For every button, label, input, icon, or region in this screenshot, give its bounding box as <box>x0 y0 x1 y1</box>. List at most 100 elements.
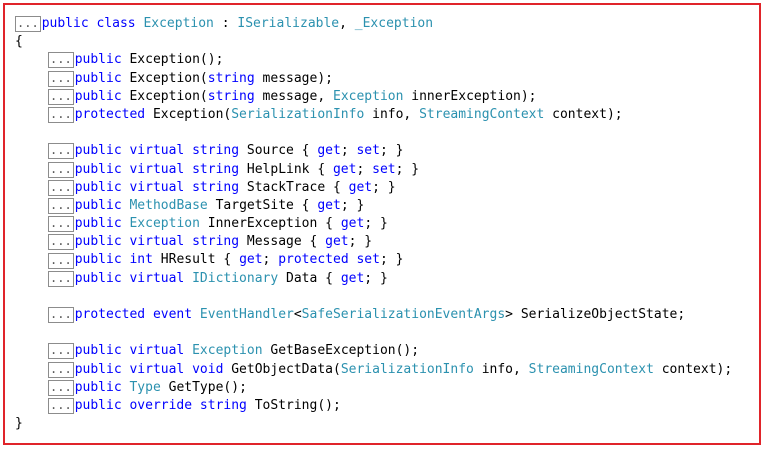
keyword-token: public virtual string <box>74 179 240 195</box>
text-token: Exception( <box>121 88 208 104</box>
text-token: info, <box>364 106 420 122</box>
collapse-toggle[interactable]: ... <box>48 216 74 233</box>
collapse-toggle[interactable]: ... <box>48 107 74 124</box>
keyword-token: public class <box>41 16 144 31</box>
collapse-toggle[interactable]: ... <box>48 307 74 324</box>
code-line: } <box>15 415 732 433</box>
collapse-toggle[interactable]: ... <box>48 88 74 105</box>
keyword-token: protected event <box>74 307 193 322</box>
type-token: Exception <box>192 343 263 359</box>
collapse-toggle[interactable]: ... <box>48 252 74 269</box>
code-line: ...public Exception(string message, Exce… <box>15 88 732 106</box>
type-token: StreamingContext <box>419 106 545 122</box>
keyword-token: public <box>74 70 122 86</box>
keyword-token: public virtual void <box>74 361 224 377</box>
code-line: ...public Exception(); <box>15 51 732 69</box>
collapse-toggle[interactable]: ... <box>48 361 74 378</box>
type-token: _Exception <box>354 16 434 31</box>
keyword-token: public virtual string <box>74 234 240 250</box>
keyword-token: get <box>348 179 373 195</box>
text-token: HelpLink { <box>239 161 333 177</box>
keyword-token: public <box>74 216 122 232</box>
blank-line <box>15 324 732 342</box>
keyword-token: get <box>325 234 349 250</box>
text-token <box>184 270 192 288</box>
collapse-toggle[interactable]: ... <box>48 179 74 196</box>
type-token: MethodBase <box>129 197 208 213</box>
text-token: ; } <box>364 270 388 286</box>
collapse-toggle[interactable]: ... <box>48 143 74 160</box>
collapse-toggle[interactable]: ... <box>48 234 74 251</box>
collapse-toggle[interactable]: ... <box>15 16 41 33</box>
blank-line <box>15 288 732 306</box>
text-token: HResult { <box>152 252 240 268</box>
type-token: ISerializable <box>237 16 340 31</box>
type-token: Exception <box>129 216 200 232</box>
code-line: ...public virtual string HelpLink { get;… <box>15 161 732 179</box>
code-line: ...public class Exception : ISerializabl… <box>15 15 732 33</box>
keyword-token: get <box>239 252 263 268</box>
code-listing: ...public class Exception : ISerializabl… <box>15 15 732 433</box>
text-token: StackTrace { <box>239 179 349 195</box>
keyword-token: get <box>317 197 341 213</box>
text-token: message, <box>254 88 333 104</box>
keyword-token: set <box>356 143 380 159</box>
text-token: TargetSite { <box>207 197 318 213</box>
text-token: , <box>339 16 355 31</box>
text-token: > SerializeObjectState; <box>505 307 686 322</box>
keyword-token: get <box>340 270 365 286</box>
collapse-toggle[interactable]: ... <box>48 343 74 360</box>
code-line: ...public MethodBase TargetSite { get; } <box>15 197 732 215</box>
code-line: ...public virtual IDictionary Data { get… <box>15 270 732 288</box>
text-token: Source { <box>239 143 318 159</box>
keyword-token: public <box>74 52 122 68</box>
text-token: GetBaseException(); <box>262 343 420 359</box>
keyword-token: public <box>74 88 122 104</box>
text-token <box>122 379 130 397</box>
collapse-toggle[interactable]: ... <box>48 161 74 178</box>
text-token: ; } <box>379 143 404 159</box>
text-token: message); <box>254 70 333 86</box>
collapse-toggle[interactable]: ... <box>48 70 74 87</box>
code-line: ...protected Exception(SerializationInfo… <box>15 106 732 124</box>
text-token: ; } <box>379 252 404 268</box>
text-token: : <box>213 16 238 31</box>
code-line: ...public virtual string Message { get; … <box>15 233 732 251</box>
keyword-token: public <box>74 197 122 213</box>
keyword-token: public virtual <box>74 270 185 286</box>
text-token: < <box>293 307 302 322</box>
type-token: Type <box>129 379 161 395</box>
type-token: SafeSerializationEventArgs <box>301 307 506 322</box>
text-token: ; } <box>372 179 396 195</box>
type-token: Exception <box>143 16 214 31</box>
code-line: ...public override string ToString(); <box>15 397 732 415</box>
collapse-toggle[interactable]: ... <box>48 379 74 396</box>
text-token: ; } <box>340 197 365 213</box>
blank-line <box>15 124 732 142</box>
text-token: ; } <box>364 216 388 232</box>
text-token: GetType(); <box>160 379 247 395</box>
type-token: SerializationInfo <box>231 106 365 122</box>
text-token: ; <box>262 252 279 268</box>
collapse-toggle[interactable]: ... <box>48 197 74 214</box>
collapse-toggle[interactable]: ... <box>48 52 74 69</box>
keyword-token: public int <box>74 252 153 268</box>
text-token: ; <box>356 161 373 177</box>
text-token: InnerException { <box>199 216 341 232</box>
text-token: info, <box>473 361 529 377</box>
text-token: context); <box>653 361 733 377</box>
type-token: Exception <box>333 88 404 104</box>
code-frame: ...public class Exception : ISerializabl… <box>3 3 761 445</box>
keyword-token: protected set <box>278 252 380 268</box>
collapse-toggle[interactable]: ... <box>48 398 74 415</box>
text-token <box>122 197 130 215</box>
collapse-toggle[interactable]: ... <box>48 270 74 287</box>
code-line: { <box>15 33 732 51</box>
text-token: ; } <box>348 234 373 250</box>
keyword-token: public <box>74 379 122 395</box>
code-line: ...public virtual string Source { get; s… <box>15 142 732 160</box>
keyword-token: public override string <box>74 397 247 413</box>
keyword-token: string <box>207 88 255 104</box>
code-line: ...public virtual void GetObjectData(Ser… <box>15 361 732 379</box>
code-line: ...public int HResult { get; protected s… <box>15 251 732 269</box>
